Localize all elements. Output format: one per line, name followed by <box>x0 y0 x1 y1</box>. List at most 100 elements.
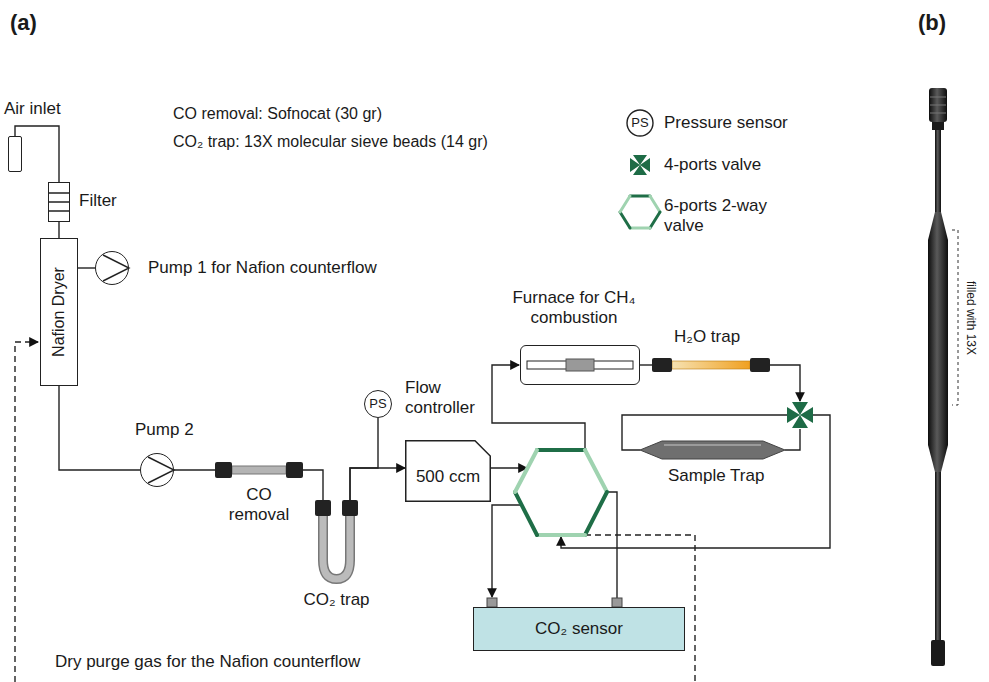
valve-edge <box>630 227 650 230</box>
node-label: Furnace for CH₄ combustion <box>499 288 649 329</box>
filter-lines <box>48 193 70 211</box>
fitting <box>315 500 331 516</box>
sample-trap-photo <box>928 88 958 666</box>
connector <box>350 468 405 500</box>
rod <box>935 130 941 212</box>
flow-line <box>491 467 527 468</box>
cap <box>931 640 945 666</box>
four-port-valve <box>787 402 813 428</box>
valve-edge <box>650 212 660 228</box>
connector <box>350 418 378 500</box>
text-label: (a) <box>10 10 37 36</box>
text-label: Dry purge gas for the Nafion counterflow <box>55 652 360 672</box>
node-label: Sample Trap <box>668 466 764 486</box>
valve-edge <box>515 450 537 492</box>
co-removal: CO removal <box>215 461 303 479</box>
co2-trap: CO₂ trap <box>314 500 359 583</box>
nafion-dryer: Nafion Dryer <box>40 238 78 386</box>
flow-line <box>492 365 585 450</box>
h2o-trap-tube <box>652 358 770 372</box>
highlight <box>664 444 761 446</box>
node-label: PS <box>369 396 386 412</box>
node-label: CO₂ sensor <box>535 619 623 639</box>
air-inlet: Air inlet <box>8 136 22 172</box>
node-label: Filter <box>79 191 117 211</box>
tube <box>232 466 286 474</box>
pump-symbol <box>103 255 129 281</box>
text-label: filled with 13X <box>964 281 978 355</box>
legend-text: 6-ports 2-way valve <box>664 196 792 237</box>
connector <box>59 386 140 470</box>
tube <box>323 516 350 579</box>
purge-line <box>15 342 38 682</box>
tube <box>323 516 350 579</box>
pump: Pump 1 for Nafion counterflow <box>95 251 129 285</box>
co-removal-tube <box>215 462 303 478</box>
sample-trap: Sample Trap <box>640 440 785 460</box>
valve-edge <box>620 196 630 212</box>
node-label: Air inlet <box>4 99 61 119</box>
connector <box>303 470 323 500</box>
trap-body <box>640 441 785 459</box>
tube <box>672 361 750 369</box>
fitting <box>652 358 672 372</box>
six-port-valve <box>515 450 607 535</box>
legend-text: Pressure sensor <box>664 113 788 133</box>
connector <box>640 364 652 365</box>
co2-trap-tube <box>315 500 358 579</box>
filter: Filter <box>48 182 70 222</box>
node-label: Pump 1 for Nafion counterflow <box>148 258 377 278</box>
fitting <box>286 462 303 478</box>
connector <box>174 469 215 470</box>
valve-edge <box>585 492 607 535</box>
node-label: 500 ccm <box>416 467 480 487</box>
text-label: PS <box>627 115 653 131</box>
node-label: CO removal <box>221 485 297 526</box>
valve-symbol <box>630 155 650 175</box>
sensor-port <box>612 598 622 607</box>
valve-edge <box>515 492 537 535</box>
valve-edge <box>630 195 650 198</box>
node-label: CO₂ trap <box>299 590 374 610</box>
flow-line <box>785 429 800 450</box>
fitting <box>342 500 358 516</box>
valve-edge <box>585 450 607 492</box>
nut <box>932 122 944 130</box>
flow-line <box>561 415 830 548</box>
legend-text: 4-ports valve <box>664 155 761 175</box>
furnace-inside <box>527 359 633 371</box>
cylinder <box>928 212 948 472</box>
catalyst <box>566 359 594 371</box>
flow-line <box>492 505 521 597</box>
flow-line <box>770 365 800 401</box>
co2-sensor: CO₂ sensor <box>473 607 685 651</box>
h2o-trap: H₂O trap <box>652 357 770 373</box>
text-label: CO removal: Sofnocat (30 gr) <box>173 104 382 123</box>
sample-trap-shape <box>640 441 785 459</box>
legend-symbols <box>620 110 660 228</box>
flow-controller: Flow controller500 ccm <box>405 440 491 502</box>
valve-edge <box>620 212 630 228</box>
valve-edge <box>650 196 660 212</box>
sensor-port <box>487 598 497 607</box>
connector <box>58 222 59 238</box>
fitting <box>215 462 232 478</box>
bracket <box>952 230 958 405</box>
valve-edge <box>537 448 585 452</box>
node-label: Flow controller <box>405 378 495 419</box>
text-label: CO₂ trap: 13X molecular sieve beads (14 … <box>173 132 488 151</box>
pressure-sensor: PS <box>364 390 392 418</box>
node-label: Pump 2 <box>135 420 194 440</box>
connector <box>78 267 95 268</box>
flow-line <box>607 492 617 598</box>
pump: Pump 2 <box>140 453 174 487</box>
knurl <box>930 97 946 113</box>
rod <box>935 472 941 640</box>
pressure-sensor-symbol <box>627 110 653 136</box>
furnace: Furnace for CH₄ combustion <box>520 345 640 385</box>
valve-symbol <box>787 402 813 428</box>
text-label: (b) <box>918 10 946 36</box>
